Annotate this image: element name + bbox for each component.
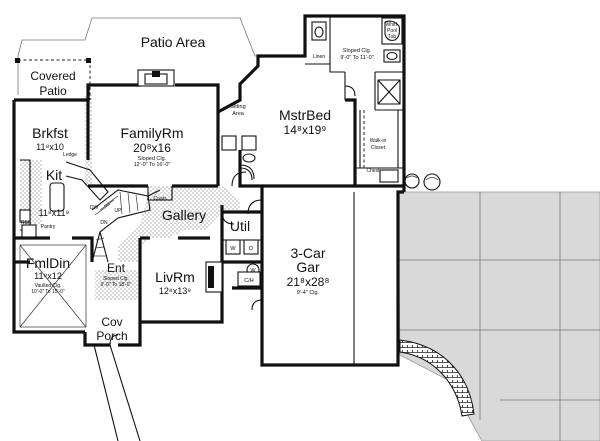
label-linen: Linen	[313, 54, 325, 60]
label-whirlpool-1: Whirl-	[385, 22, 398, 28]
laundry-appliances	[225, 239, 259, 255]
master-bath-fixtures	[311, 17, 403, 183]
label-sitting-2: Area	[232, 111, 245, 117]
label-chest: Chest	[366, 168, 380, 174]
label-kit: Kit	[46, 167, 62, 183]
label-garage-clg: 9'-4" Clg.	[297, 290, 320, 296]
label-ent: Ent	[107, 261, 126, 275]
label-garage-1: 3-Car	[290, 245, 325, 261]
label-fmldin: FmlDin	[26, 255, 70, 271]
label-wh: W	[250, 268, 256, 274]
kitchen-counters	[19, 159, 109, 238]
label-fmldin-clg-2: 10'-0" To 15'-0"	[31, 289, 65, 295]
driveway	[397, 191, 600, 441]
label-garage-dim: 21⁸x28⁸	[287, 275, 330, 289]
label-livrm: LivRm	[155, 269, 195, 285]
label-ent-clg-2: 9'-0" To 18'-0"	[101, 282, 132, 288]
label-familyrm-clg-1: Sloped Clg.	[138, 156, 167, 162]
label-walkin-1: Walk-in	[370, 138, 387, 144]
label-cov-porch-2: Porch	[96, 329, 127, 343]
label-ent-clg-1: Sloped Clg.	[103, 276, 129, 282]
label-fmldin-dim: 11⁸x12	[34, 271, 62, 281]
label-brkfst: Brkfst	[32, 125, 68, 141]
label-covered-patio-2: Patio	[39, 84, 67, 98]
label-brkfst-dim: 11⁸x10	[36, 142, 64, 152]
label-familyrm-dim: 20⁸x16	[133, 141, 171, 155]
label-gallery: Gallery	[162, 207, 206, 223]
label-fmldin-clg-1: Vaulted Clg.	[35, 283, 62, 289]
labels: Patio Area Covered Patio Brkfst 11⁸x10 F…	[21, 22, 399, 343]
label-mstr-clg-1: Sloped Clg.	[343, 48, 372, 54]
coat-closet	[147, 186, 173, 201]
label-walkin-2: Closet	[371, 145, 386, 151]
tile-floors	[20, 95, 240, 300]
staircase	[91, 189, 161, 263]
label-mstrbed-dim: 14⁸x19⁹	[284, 123, 327, 137]
label-sitting-1: Sitting	[230, 104, 245, 110]
label-coats: Coats	[153, 196, 167, 202]
label-whirlpool-3: Tub	[388, 34, 397, 40]
fireplace-family	[137, 69, 175, 87]
label-dw: DW	[90, 205, 99, 211]
label-up: UP	[115, 208, 123, 214]
front-walk	[93, 344, 141, 441]
label-washer: W	[230, 246, 236, 252]
label-whirlpool-2: Pool	[387, 28, 397, 34]
label-cov-porch-1: Cov	[101, 315, 122, 329]
livrm-fireplace	[205, 261, 261, 293]
label-util: Util	[230, 218, 250, 234]
label-garage-2: Gar	[296, 259, 320, 275]
label-covered-patio-1: Covered	[30, 69, 75, 83]
label-mstr-clg-2: 9'-0" To 11'-0"	[340, 55, 373, 61]
master-sitting-details	[221, 135, 257, 180]
doors	[109, 85, 356, 346]
fmldin-vault-lines	[19, 244, 87, 328]
label-kit-dim: 11⁸x11⁹	[39, 208, 70, 218]
shrubs	[404, 173, 441, 191]
planter-curve	[399, 339, 475, 417]
label-livrm-dim: 12⁸x13⁹	[159, 286, 191, 296]
label-patio-area: Patio Area	[141, 34, 206, 50]
label-dn: DN	[100, 220, 108, 226]
label-mstrbed: MstrBed	[279, 107, 331, 123]
label-ch: C/H	[244, 278, 254, 284]
label-ref: REF	[21, 220, 31, 226]
label-ledge: Ledge	[63, 152, 77, 158]
label-familyrm-clg-2: 12'-0" To 16'-0"	[134, 162, 171, 168]
label-pantry: Pantry	[41, 224, 56, 230]
label-familyrm: FamilyRm	[121, 125, 184, 141]
covered-patio-outline	[15, 58, 91, 100]
label-dryer: D	[249, 246, 253, 252]
